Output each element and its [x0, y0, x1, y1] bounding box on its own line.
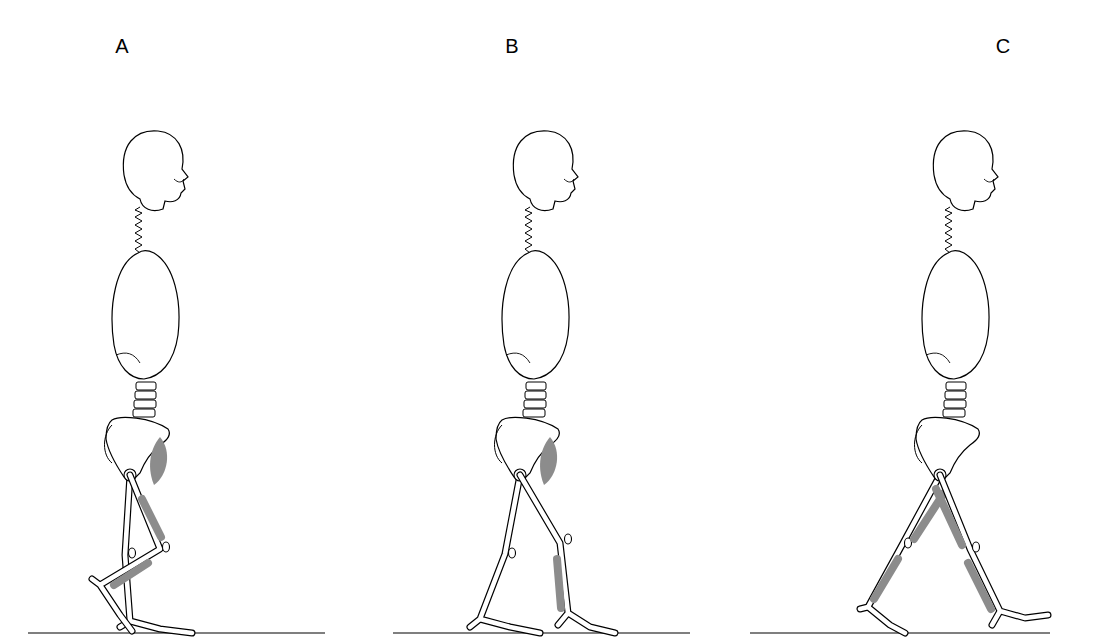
- kneecap: [973, 542, 980, 552]
- gluteal-muscle: [150, 437, 167, 485]
- leg-bone: [520, 475, 615, 633]
- skeleton-figure: [470, 131, 615, 633]
- leg-bone: [940, 475, 1048, 625]
- kneecap: [509, 548, 516, 558]
- kneecap: [163, 542, 170, 552]
- shin-muscle: [874, 559, 898, 599]
- figure-letter: B: [505, 34, 518, 58]
- leg-bone: [860, 475, 940, 633]
- upper-skeleton: [915, 131, 999, 481]
- calf-muscle: [557, 559, 561, 608]
- leg-bone: [520, 475, 615, 633]
- upper-skeleton: [495, 131, 579, 481]
- upper-skeleton: [105, 131, 189, 481]
- figure-letter: C: [996, 34, 1010, 58]
- thigh-muscle: [142, 499, 161, 537]
- shin-muscle: [114, 563, 148, 585]
- leg-bone: [470, 475, 540, 633]
- skeleton-figure: [92, 131, 192, 633]
- leg-bone: [92, 475, 160, 631]
- leg-bone: [470, 475, 540, 633]
- leg-bone: [860, 475, 940, 633]
- kneecap: [129, 548, 136, 558]
- gluteal-muscle: [540, 437, 557, 485]
- skeleton-figure: [860, 131, 1048, 633]
- calf-muscle: [968, 563, 991, 609]
- kneecap: [565, 534, 572, 544]
- leg-bone: [940, 475, 1048, 625]
- leg-bone: [92, 475, 160, 631]
- hamstring-muscle: [936, 489, 962, 545]
- figure-letter: A: [115, 34, 128, 58]
